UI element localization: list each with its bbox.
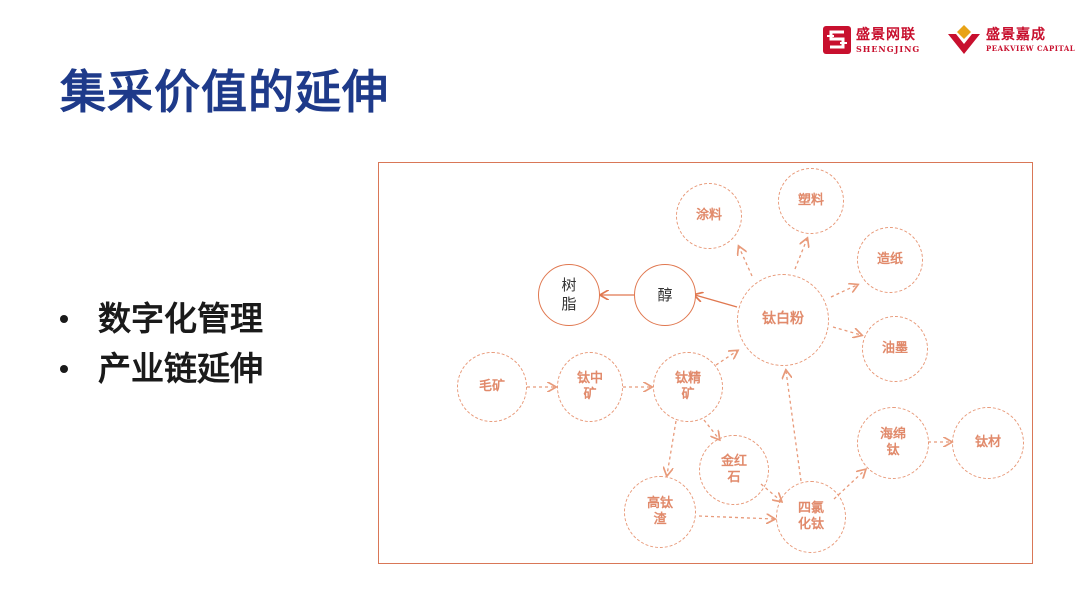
node-label: 油墨	[881, 340, 908, 356]
node-ink: 油墨	[862, 316, 928, 382]
node-rutile: 金红 石	[699, 435, 769, 505]
arrow-slag-to-ticl4	[698, 516, 774, 519]
node-label: 醇	[657, 285, 673, 304]
bullet-item: 产业链延伸	[60, 344, 263, 394]
node-label: 高钛 渣	[646, 495, 673, 527]
arrow-ticl4-to-tio2	[786, 371, 802, 482]
node-paper: 造纸	[857, 227, 923, 293]
arrow-fine-to-slag	[667, 420, 677, 475]
arrow-tio2-to-plastic	[794, 239, 807, 270]
node-label: 涂料	[695, 207, 722, 223]
node-titanium-material: 钛材	[952, 407, 1024, 479]
shengjing-logo-icon	[823, 26, 851, 54]
shengjing-logo-en: SHENGJING	[856, 43, 921, 54]
arrow-fine-to-rutile	[703, 419, 719, 439]
bullet-dot-icon	[60, 365, 68, 373]
peakview-logo: 盛景嘉成 PEAKVIEW CAPITAL	[946, 22, 1075, 58]
node-label: 钛精 矿	[674, 370, 701, 402]
shengjing-logo-cn: 盛景网联	[856, 26, 916, 43]
arrow-fine-to-tio2	[715, 351, 737, 366]
diagram-arrows	[527, 163, 1034, 565]
node-raw-ore: 毛矿	[457, 352, 527, 422]
node-label: 金红 石	[720, 453, 747, 485]
peakview-logo-cn: 盛景嘉成	[986, 27, 1046, 43]
node-label: 塑料	[797, 192, 824, 208]
peakview-logo-en: PEAKVIEW CAPITAL	[986, 44, 1076, 53]
bullet-text: 数字化管理	[98, 299, 263, 338]
node-label: 四氯 化钛	[797, 500, 824, 532]
bullet-list: 数字化管理 产业链延伸	[60, 294, 263, 394]
bullet-item: 数字化管理	[60, 294, 263, 344]
node-alcohol: 醇	[634, 264, 696, 326]
node-label: 海绵 钛	[879, 426, 906, 458]
bullet-dot-icon	[60, 315, 68, 323]
node-label: 造纸	[876, 251, 903, 267]
node-label: 钛中 矿	[576, 370, 603, 402]
node-titanium-dioxide: 钛白粉	[737, 274, 829, 366]
shengjing-logo: 盛景网联 SHENGJING	[822, 22, 920, 58]
node-label: 毛矿	[478, 378, 505, 394]
node-titanium-concentrate: 钛精 矿	[653, 352, 723, 422]
titanium-industry-chain-diagram: 树 脂 醇 涂料 塑料 造纸 油墨 钛白粉 毛矿 钛中 矿 钛精 矿 金红 石 …	[378, 162, 1033, 564]
page-title: 集采价值的延伸	[60, 65, 389, 119]
arrow-tio2-to-alcohol	[695, 295, 738, 308]
bullet-text: 产业链延伸	[98, 349, 263, 388]
node-coating: 涂料	[676, 183, 742, 249]
arrow-tio2-to-paper	[830, 285, 857, 298]
node-label: 钛白粉	[762, 311, 804, 328]
arrow-tio2-to-coating	[739, 247, 753, 277]
node-label: 钛材	[974, 434, 1001, 450]
arrow-rutile-to-ticl4	[760, 483, 781, 501]
node-titanium-tetrachloride: 四氯 化钛	[776, 481, 846, 553]
arrow-tio2-to-ink	[832, 326, 861, 335]
node-titanium-sponge: 海绵 钛	[857, 407, 929, 479]
node-titanium-slag: 高钛 渣	[624, 476, 696, 548]
node-plastic: 塑料	[778, 168, 844, 234]
node-titanium-middling: 钛中 矿	[557, 352, 623, 422]
arrow-ticl4-to-sponge	[833, 470, 865, 500]
node-label: 树 脂	[561, 276, 577, 313]
node-resin: 树 脂	[538, 264, 600, 326]
peakview-logo-icon	[948, 25, 980, 54]
